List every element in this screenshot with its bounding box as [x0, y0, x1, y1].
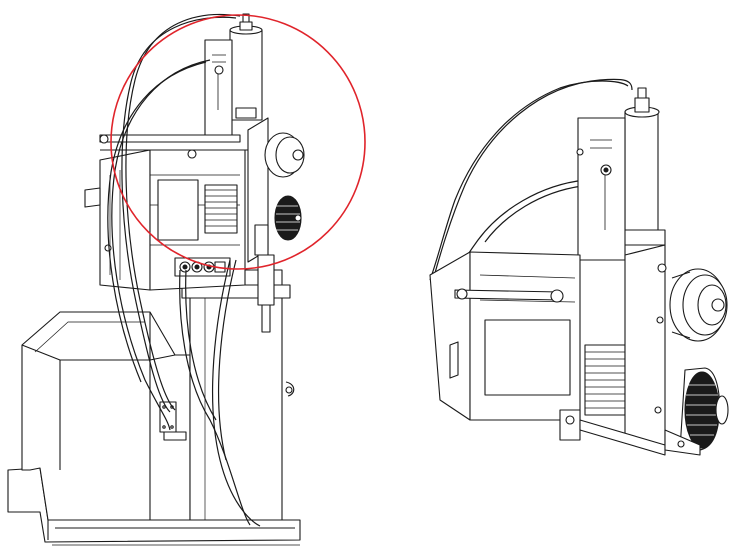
detail-cylinder	[618, 88, 665, 245]
motor-housing	[22, 312, 190, 520]
air-hoses	[108, 14, 260, 526]
full-machine-view	[8, 14, 304, 545]
machine-column	[182, 270, 294, 520]
detail-gear-stack	[585, 345, 625, 415]
detail-side-housing	[580, 245, 666, 455]
pneumatic-cylinder	[205, 14, 262, 135]
highlight-circle	[111, 15, 365, 269]
detail-view	[430, 79, 728, 455]
detail-belt-roller	[665, 368, 728, 455]
upper-mechanism	[85, 135, 250, 290]
gear-stack	[205, 185, 237, 233]
detail-drive-pulley	[670, 269, 727, 341]
detail-frame	[430, 252, 580, 440]
control-knobs	[175, 258, 230, 276]
detail-slide-plate	[577, 118, 625, 260]
